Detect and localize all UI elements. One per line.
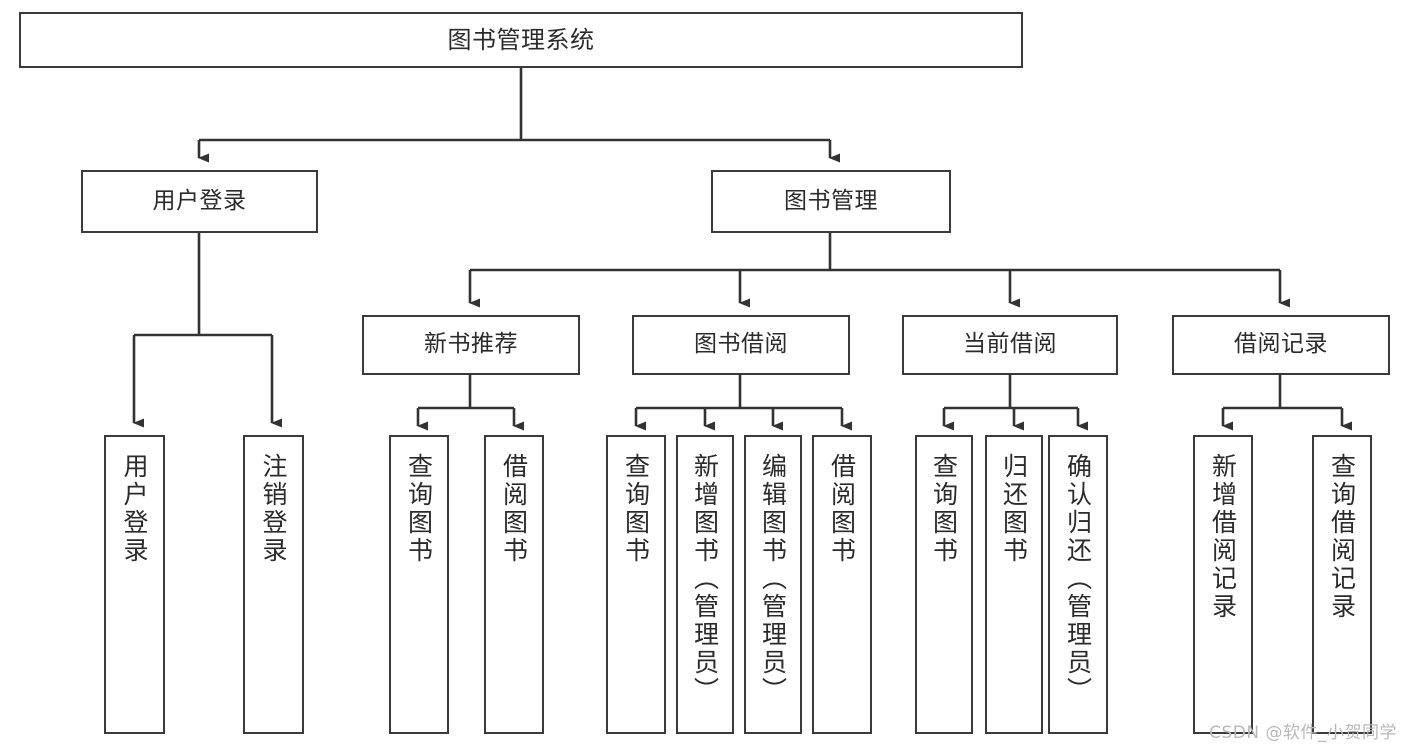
node-book-borrow-label: 图书借阅 [694,331,788,358]
node-leaf-query-book-2-label: 查询图书 [621,453,651,565]
node-leaf-add-record[interactable]: 新增借阅记录 [1193,435,1253,734]
node-leaf-edit-book[interactable]: 编辑图书（管理员） [744,435,802,734]
node-leaf-query-book-3-label: 查询图书 [929,453,959,565]
node-leaf-edit-book-label: 编辑图书（管理员） [758,453,788,705]
node-leaf-user-login-label: 用户登录 [120,453,149,565]
node-leaf-confirm-return-label: 确认归还（管理员） [1063,453,1093,705]
node-leaf-user-logout-label: 注销登录 [259,453,288,565]
node-borrow-record[interactable]: 借阅记录 [1172,315,1390,375]
node-leaf-borrow-book-2-label: 借阅图书 [827,453,857,565]
node-book-borrow[interactable]: 图书借阅 [632,315,850,375]
node-leaf-query-book-2[interactable]: 查询图书 [606,435,666,734]
node-leaf-add-book[interactable]: 新增图书（管理员） [676,435,734,734]
node-leaf-add-book-label: 新增图书（管理员） [690,453,720,705]
node-book-manage-label: 图书管理 [784,187,878,214]
node-current-borrow-label: 当前借阅 [963,331,1057,358]
watermark: CSDN @软件_小贺同学 [1209,723,1397,743]
node-leaf-borrow-book-1-label: 借阅图书 [499,453,529,565]
node-leaf-query-record-label: 查询借阅记录 [1327,453,1357,621]
node-leaf-borrow-book-1[interactable]: 借阅图书 [484,435,544,734]
node-leaf-query-record[interactable]: 查询借阅记录 [1312,435,1372,734]
node-root-label: 图书管理系统 [447,25,595,54]
node-root[interactable]: 图书管理系统 [19,12,1023,68]
node-leaf-borrow-book-2[interactable]: 借阅图书 [812,435,872,734]
node-leaf-user-login[interactable]: 用户登录 [104,435,165,734]
node-user-login-label: 用户登录 [152,187,247,214]
node-current-borrow[interactable]: 当前借阅 [902,315,1118,375]
node-book-manage[interactable]: 图书管理 [711,170,951,233]
node-leaf-add-record-label: 新增借阅记录 [1208,453,1238,621]
node-leaf-return-book-label: 归还图书 [999,453,1029,565]
node-leaf-query-book-3[interactable]: 查询图书 [915,435,973,734]
node-new-book-recommend[interactable]: 新书推荐 [362,315,580,375]
node-user-login[interactable]: 用户登录 [81,170,318,233]
node-leaf-confirm-return[interactable]: 确认归还（管理员） [1048,435,1108,734]
node-leaf-user-logout[interactable]: 注销登录 [243,435,304,734]
node-new-book-recommend-label: 新书推荐 [424,331,518,358]
node-leaf-return-book[interactable]: 归还图书 [985,435,1043,734]
node-leaf-query-book-1-label: 查询图书 [404,453,434,565]
node-borrow-record-label: 借阅记录 [1234,331,1328,358]
node-leaf-query-book-1[interactable]: 查询图书 [389,435,449,734]
